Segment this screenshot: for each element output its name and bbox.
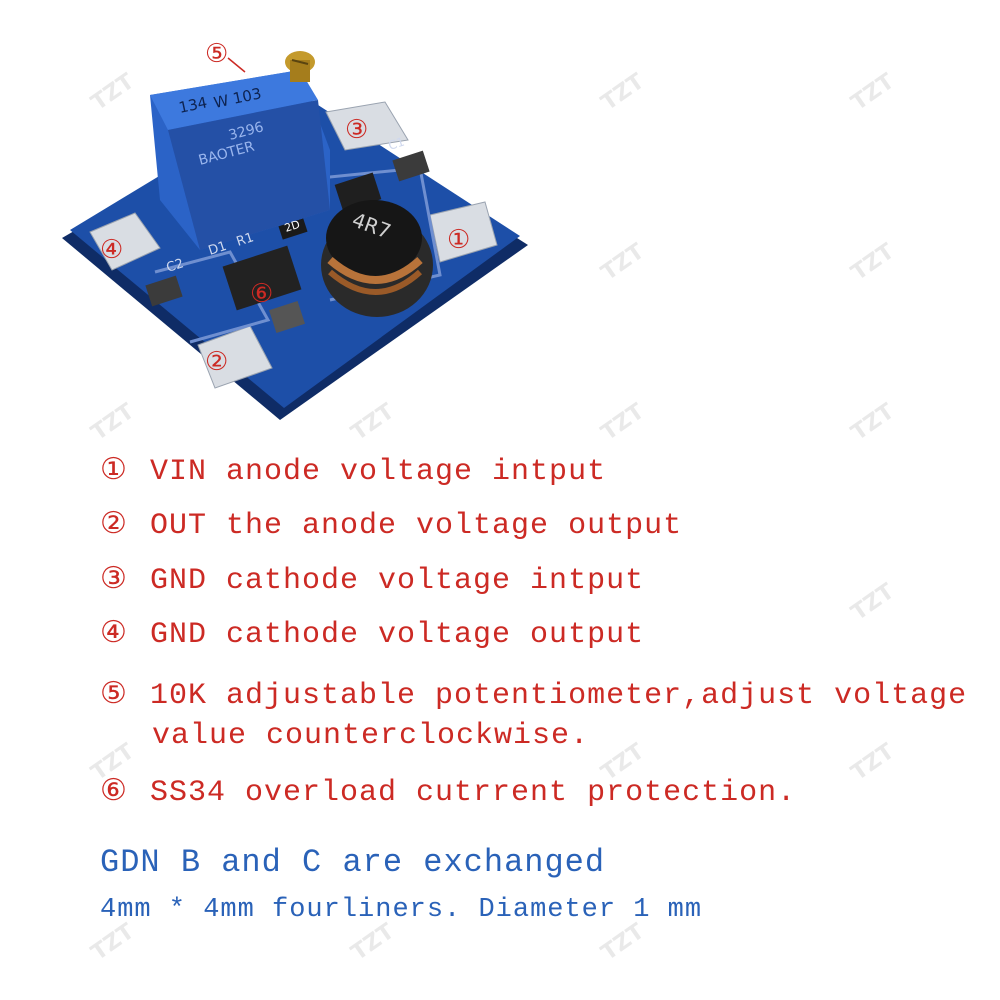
watermark: TZT [846, 739, 899, 786]
pad-3 [325, 101, 409, 151]
screw-slot [291, 59, 309, 65]
silk-label: C2 [165, 256, 186, 276]
legend-number: ① [100, 455, 128, 489]
watermark: TZT [846, 69, 899, 116]
legend-item-2: ② OUT the anode voltage output [100, 506, 682, 543]
watermark: TZT [596, 239, 649, 286]
legend-number: ④ [100, 618, 128, 652]
silk-label: D1 [207, 239, 229, 259]
callout-3: ③ [345, 115, 368, 145]
callout-1: ① [447, 225, 470, 255]
legend-item-6: ⑥ SS34 overload cutrrent protection. [100, 773, 796, 810]
legend-text: SS34 overload cutrrent protection. [150, 776, 797, 810]
legend-item-1: ① VIN anode voltage intput [100, 452, 606, 489]
note-mounting-holes: 4mm * 4mm fourliners. Diameter 1 mm [100, 895, 703, 925]
callout-4: ④ [100, 235, 123, 265]
inductor-coil [328, 269, 423, 295]
pad-1 [429, 201, 498, 263]
pad-2 [197, 325, 273, 389]
diode-lead [269, 300, 305, 334]
legend-number: ③ [100, 564, 128, 598]
silk-label: C1 [387, 135, 407, 153]
watermark: TZT [596, 69, 649, 116]
legend-item-5: ⑤ 10K adjustable potentiometer,adjust vol… [100, 676, 967, 713]
watermark: TZT [86, 919, 139, 966]
legend-item-3: ③ GND cathode voltage intput [100, 561, 644, 598]
capacitor-c1 [392, 150, 430, 182]
legend-text: OUT the anode voltage output [150, 509, 683, 543]
legend-text: VIN anode voltage intput [150, 455, 607, 489]
watermark: TZT [846, 579, 899, 626]
callout-2: ② [205, 347, 228, 377]
potentiometer-face [168, 100, 330, 250]
callout-6: ⑥ [250, 279, 273, 309]
resistor-r1 [278, 218, 308, 240]
watermark: TZT [846, 239, 899, 286]
adjust-screw [290, 60, 310, 82]
silk-label: 2D [283, 218, 302, 235]
legend-text: GND cathode voltage intput [150, 564, 645, 598]
legend-number: ⑥ [100, 776, 128, 810]
watermark: TZT [596, 919, 649, 966]
note-exchange: GDN B and C are exchanged [100, 844, 606, 881]
potentiometer-top [150, 70, 318, 130]
legend-text: GND cathode voltage output [150, 618, 645, 652]
pad-4 [89, 212, 161, 271]
legend-number: ⑤ [100, 679, 128, 713]
inductor-top [326, 200, 422, 276]
boost-converter-board-photo: 4R7 134 W 103 BAOTER 3296 R1 D1 C2 C1 2D… [62, 39, 528, 420]
watermark: TZT [346, 919, 399, 966]
diode-ss34 [222, 245, 302, 311]
pot-marking: 134 [177, 93, 209, 117]
capacitor-c2 [145, 275, 183, 307]
legend-text: 10K adjustable potentiometer,adjust volt… [150, 679, 968, 713]
legend-item-4: ④ GND cathode voltage output [100, 615, 644, 652]
watermark: TZT [846, 399, 899, 446]
silk-label: R1 [235, 230, 256, 250]
callout-line [227, 57, 246, 73]
watermark: TZT [596, 399, 649, 446]
legend-number: ② [100, 509, 128, 543]
callout-5: ⑤ [205, 39, 228, 69]
legend-text: value counterclockwise. [152, 719, 590, 753]
legend-item-5-continued: value counterclockwise. [152, 719, 589, 753]
inductor-coil [327, 256, 423, 284]
